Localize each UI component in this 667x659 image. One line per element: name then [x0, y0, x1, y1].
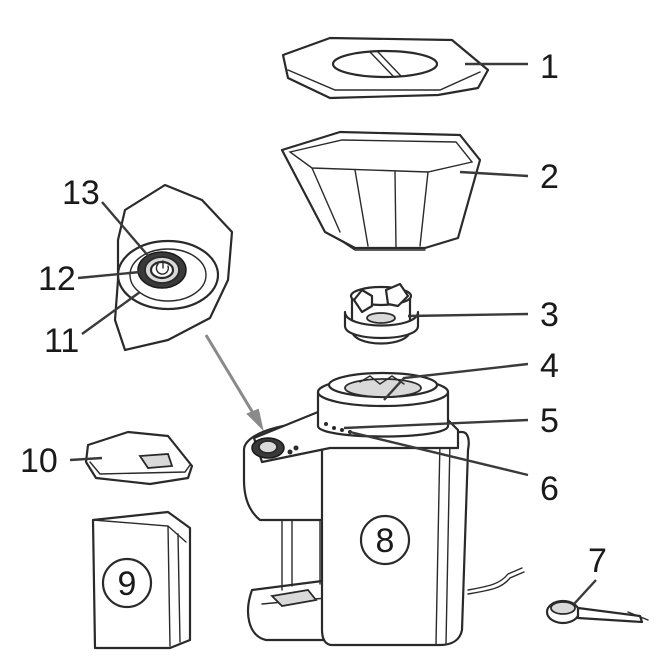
- callout-3: 3: [540, 296, 559, 334]
- badge-ring-9: [101, 557, 153, 609]
- leader-11: [81, 291, 141, 335]
- callout-9: 9: [118, 565, 137, 603]
- leader-3: [407, 312, 529, 318]
- part-grounds-container: [91, 510, 192, 650]
- leader-12: [77, 270, 141, 280]
- callout-11: 11: [44, 322, 79, 360]
- leader-lines: [69, 62, 597, 605]
- part-lid: [281, 36, 490, 100]
- callout-1: 1: [540, 48, 559, 86]
- callout-2: 2: [540, 158, 559, 196]
- part-grinder-body: [242, 371, 525, 647]
- part-upper-burr: [343, 282, 420, 345]
- callout-labels: 1 2 3 4 5 6 7 8 9 10 11 12 13: [20, 48, 607, 603]
- callout-13: 13: [62, 174, 100, 212]
- callout-8: 8: [376, 522, 395, 560]
- callout-12: 12: [38, 260, 76, 298]
- detail-pointer-arrow: [204, 334, 264, 432]
- callout-7: 7: [588, 542, 607, 580]
- callout-10: 10: [20, 442, 58, 480]
- leader-2: [459, 170, 529, 178]
- callout-6: 6: [540, 470, 559, 508]
- part-bean-hopper: [280, 130, 482, 251]
- leader-4: [383, 362, 529, 401]
- part-control-panel-detail: [113, 183, 234, 352]
- callout-4: 4: [540, 347, 559, 385]
- leader-5: [343, 418, 529, 430]
- leader-13: [101, 201, 151, 259]
- part-container-lid: [84, 430, 194, 486]
- leader-6: [349, 430, 529, 477]
- badge-ring-8: [359, 514, 411, 566]
- leader-10: [69, 456, 103, 462]
- part-measuring-spoon: [545, 599, 649, 625]
- leader-7: [573, 579, 597, 605]
- callout-5: 5: [540, 402, 559, 440]
